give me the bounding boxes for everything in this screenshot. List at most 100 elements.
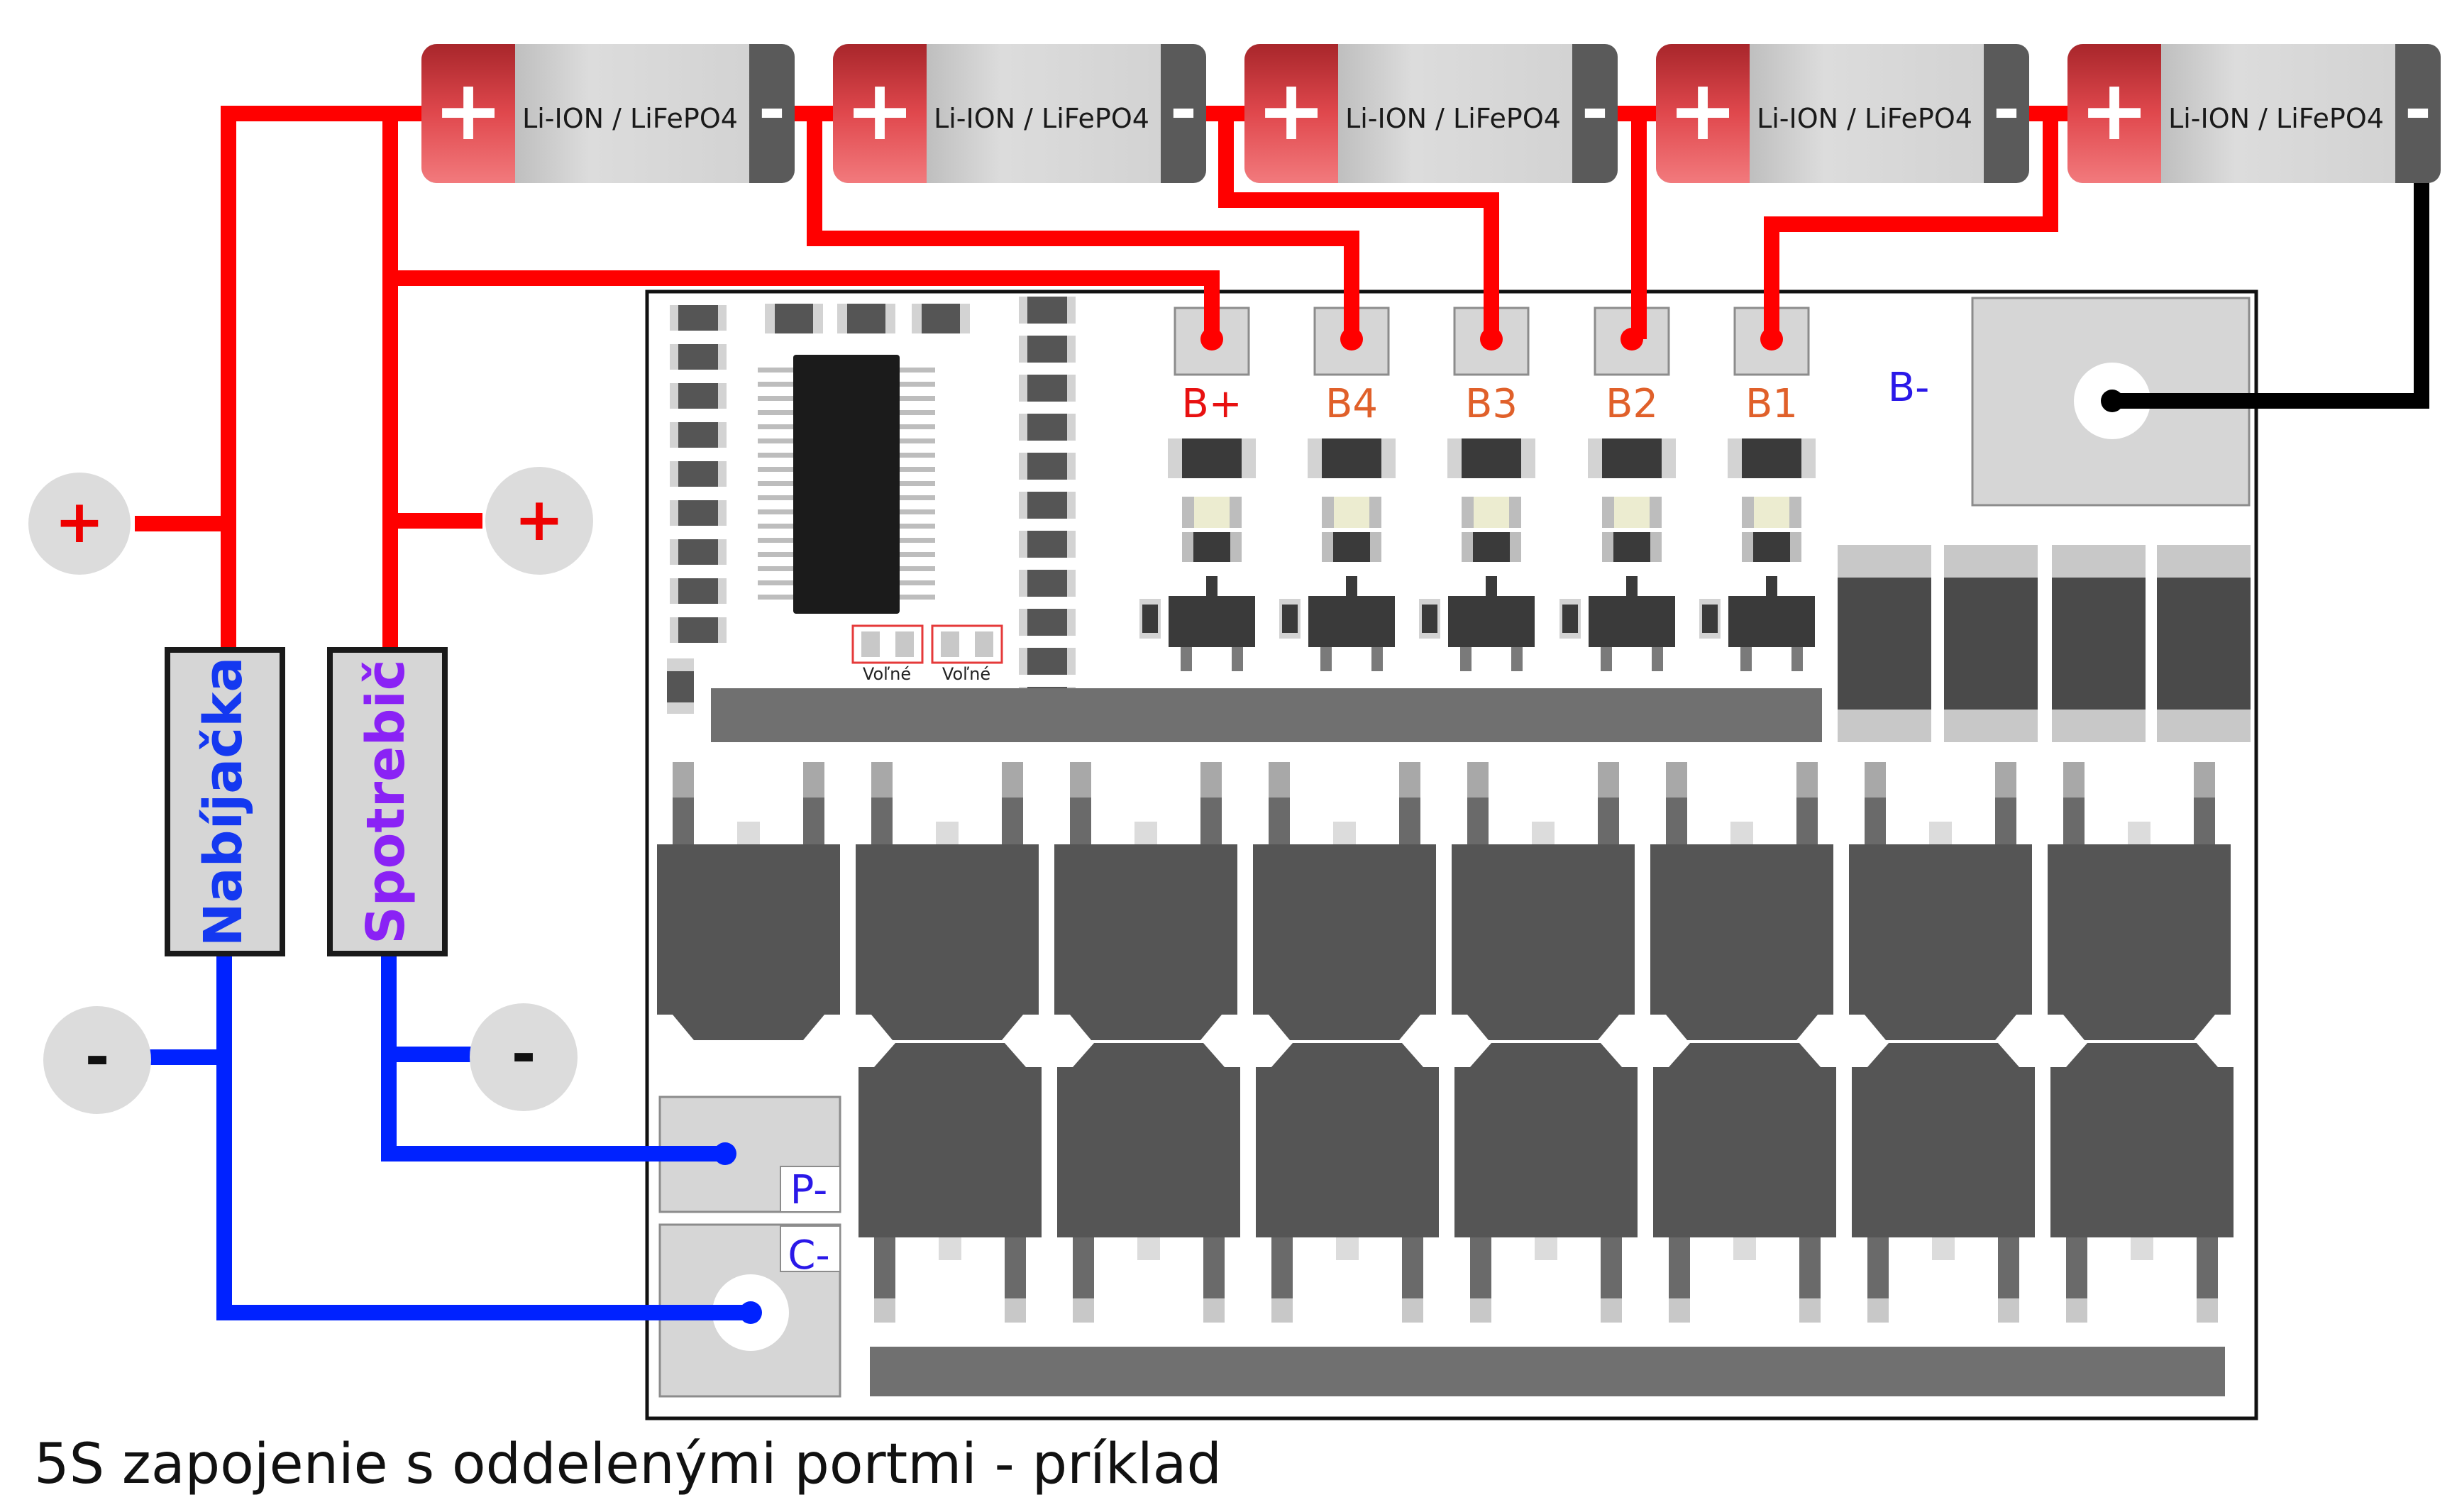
ic-lead (758, 524, 793, 529)
mosfet-tab (1134, 822, 1157, 844)
pad-label-b2: B2 (1606, 381, 1658, 427)
smd-diode (1422, 605, 1437, 633)
battery-pack: +-Li-ION / LiFePO4+-Li-ION / LiFePO4+-Li… (421, 44, 2441, 183)
shunt-resistor (1602, 438, 1662, 478)
shunt-resistor (1322, 438, 1381, 478)
balance-led (1474, 497, 1509, 528)
shunt-resistor (1462, 438, 1521, 478)
wire-terminal-dot (714, 1142, 736, 1165)
mosfet-tab (939, 1237, 961, 1260)
mosfet-tab (2128, 822, 2150, 844)
smd-resistor (678, 500, 718, 526)
svg-text:-: - (85, 1022, 110, 1091)
spare-label-2: Voľné (942, 664, 990, 684)
cell-chemistry-label: Li-ION / LiFePO4 (2168, 103, 2384, 134)
pad-label-b1: B1 (1745, 381, 1798, 427)
mosfet-lead (803, 798, 824, 844)
pad-label-b-minus: B- (1888, 365, 1930, 411)
ic-lead (758, 481, 793, 486)
wire-terminal-dot (1760, 328, 1783, 351)
diode-pad (1944, 545, 2038, 578)
battery-cell-5: +-Li-ION / LiFePO4 (2067, 44, 2441, 183)
smd-resistor (1027, 648, 1067, 675)
charger-minus-terminal[interactable]: - (43, 1006, 151, 1114)
smd-resistor (1027, 492, 1067, 519)
cell-minus-sign: - (758, 72, 785, 148)
mosfet-lead (1203, 1298, 1225, 1323)
wire-terminal-dot (2101, 390, 2124, 412)
mosfet-lower (1852, 1067, 2035, 1237)
spare-pad (861, 631, 880, 657)
cell-minus-cap (2395, 44, 2412, 183)
mosfet-lead (1865, 798, 1886, 844)
svg-text:-: - (512, 1019, 536, 1088)
cell-minus-cap (1161, 44, 1178, 183)
mosfet-body-tab (2066, 1043, 2218, 1067)
ic-lead (900, 595, 935, 600)
diode-pad (2052, 545, 2146, 578)
mosfet-upper (1650, 844, 1833, 1015)
transistor-lead (1652, 647, 1663, 671)
smd-resistor (1613, 532, 1650, 562)
smd-resistor (678, 617, 718, 643)
wire-charger-negative (216, 954, 751, 1320)
mosfet-body-tab (1865, 1015, 2016, 1040)
spare-pad (941, 631, 959, 657)
cell-plus-cap (1656, 44, 1750, 183)
balance-transistor (1308, 596, 1395, 647)
battery-cell-1: +-Li-ION / LiFePO4 (421, 44, 795, 183)
mosfet-lead (1796, 798, 1818, 844)
load-plus-terminal[interactable]: + (485, 467, 593, 575)
shunt-resistor (1182, 438, 1242, 478)
mosfet-lead (1998, 1298, 2019, 1323)
mosfet-lead (1005, 1298, 1026, 1323)
smd-resistor (1027, 570, 1067, 597)
wiring (135, 106, 2433, 1324)
diode-pad (1944, 710, 2038, 742)
mosfet-body-tab (1470, 1043, 1622, 1067)
mosfet-lower (2050, 1067, 2234, 1237)
c-minus-label-box (780, 1225, 841, 1272)
smd-resistor (1027, 531, 1067, 558)
spare-pad (975, 631, 993, 657)
ic-lead (758, 566, 793, 571)
mosfet-lead (2194, 798, 2215, 844)
cell-plus-sign: + (1668, 61, 1738, 159)
battery-cell-4: +-Li-ION / LiFePO4 (1656, 44, 2029, 183)
ic-lead (900, 368, 935, 373)
mosfet-body-tab (1073, 1043, 1225, 1067)
ic-lead (900, 382, 935, 387)
mosfet-lead (1073, 1298, 1094, 1323)
mosfet-lead (1399, 798, 1420, 844)
spare-label-1: Voľné (863, 664, 911, 684)
mosfet-body-tab (673, 1015, 824, 1040)
ic-lead (758, 382, 793, 387)
shunt-resistor (1742, 438, 1801, 478)
smd-resistor (678, 461, 718, 487)
transistor-lead (1740, 647, 1752, 671)
pad-label-c-minus: C- (788, 1232, 829, 1279)
smd-resistor (678, 344, 718, 370)
mosfet-lead (673, 798, 694, 844)
mosfet-upper (1849, 844, 2032, 1015)
mosfet-lead (1601, 1298, 1622, 1323)
cell-plus-sign: + (1257, 61, 1327, 159)
cell-plus-cap (1244, 44, 1338, 183)
balance-led (1754, 497, 1789, 528)
mosfet-lower (858, 1067, 1042, 1237)
cell-minus-cap (1984, 44, 2001, 183)
battery-cell-2: +-Li-ION / LiFePO4 (833, 44, 1206, 183)
ic-lead (900, 481, 935, 486)
smd-diode (1142, 605, 1158, 633)
charger-plus-terminal[interactable]: + (28, 473, 131, 575)
transistor-lead (1460, 647, 1472, 671)
mosfet-lead (1269, 798, 1290, 844)
diode-pad (1838, 710, 1931, 742)
diagram-caption: 5S zapojenie s oddelenými portmi - príkl… (34, 1433, 1222, 1496)
ic-lead (900, 524, 935, 529)
pad-label-b4: B4 (1325, 381, 1378, 427)
mosfet-lower (1057, 1067, 1240, 1237)
smd-cap (922, 304, 960, 333)
load-minus-terminal[interactable]: - (470, 1003, 578, 1111)
ic-lead (758, 368, 793, 373)
